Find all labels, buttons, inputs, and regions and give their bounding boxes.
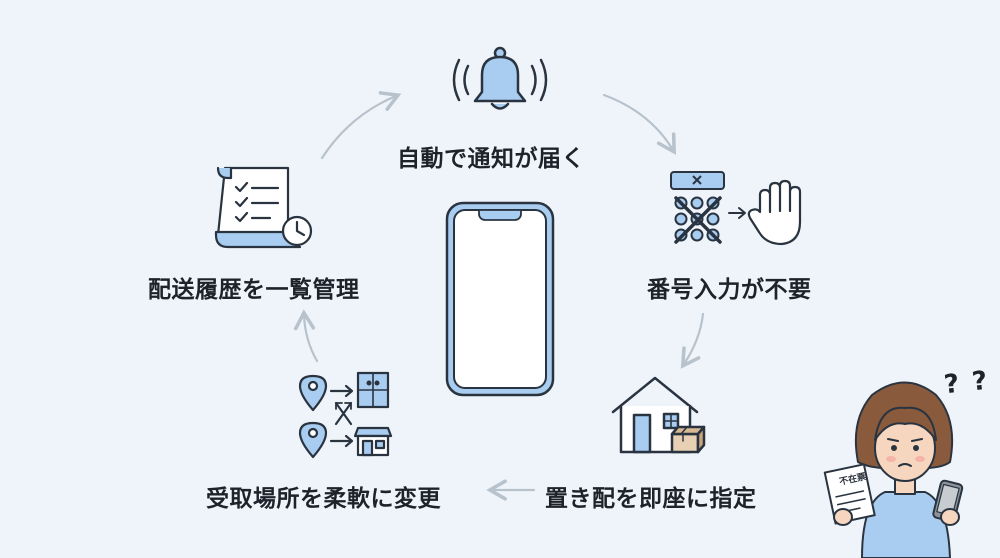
hand-stop-icon [747,179,802,246]
location-switch-icon [298,371,393,459]
step-label-change-location: 受取場所を柔軟に変更 [206,486,441,512]
arrow-nokey-to-place [680,312,705,369]
step-label-history: 配送履歴を一覧管理 [148,277,360,303]
checklist-clock-icon [214,166,313,249]
step-label-notify: 自動で通知が届く [397,146,585,172]
keypad-cross-icon [670,171,746,244]
question-marks: ? ? [942,365,991,401]
bell-icon [452,46,548,110]
house-package-icon [611,376,706,454]
cycle-arrows [293,91,705,501]
step-label-place: 置き配を即座に指定 [545,486,757,512]
arrow-notify-to-nokey [602,93,676,155]
smartphone-icon [445,201,555,397]
confused-person-illustration [823,381,964,558]
arrow-history-to-notify [320,91,402,160]
arrow-change-to-history [293,309,319,363]
step-label-no-key: 番号入力が不要 [647,277,812,303]
